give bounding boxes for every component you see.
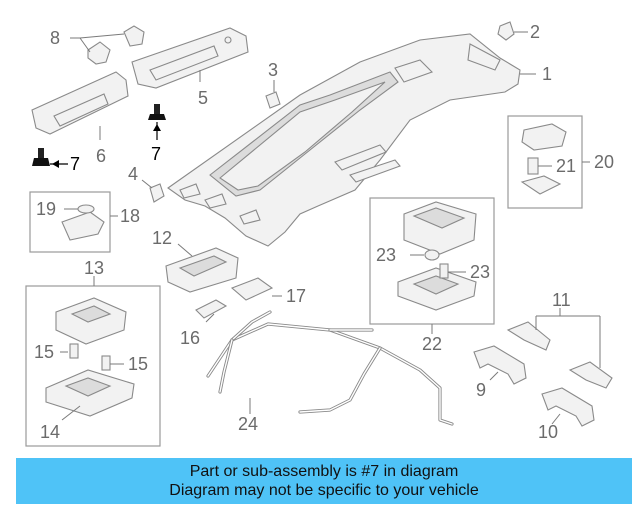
callout-22: 22	[422, 334, 442, 354]
callout-8: 8	[50, 28, 60, 48]
callout-21: 21	[556, 156, 576, 176]
grip-handle-part-10[interactable]	[541, 387, 595, 427]
bulb-part-19[interactable]	[64, 204, 95, 214]
callout-15-left: 15	[34, 342, 54, 362]
sun-visor-part-6[interactable]	[31, 71, 129, 140]
bulb-part-23-left[interactable]	[410, 249, 440, 261]
callout-6: 6	[96, 146, 106, 166]
clip-part-2[interactable]	[497, 21, 528, 41]
banner-line-1: Part or sub-assembly is #7 in diagram	[189, 463, 459, 480]
callout-10: 10	[538, 422, 558, 442]
group-box-13	[25, 285, 161, 447]
callout-15-right: 15	[128, 354, 148, 374]
bracket-part-14[interactable]	[45, 369, 135, 421]
lens-part-16[interactable]	[195, 299, 228, 323]
screw-part-7-upper[interactable]	[148, 104, 166, 140]
grip-handle-part-9[interactable]	[473, 345, 527, 385]
parts-diagram: 1 2 3 4 5 6 7 7 8 9 10 11 12 13 14 15 15…	[25, 21, 614, 447]
callout-3: 3	[268, 60, 278, 80]
callout-23-left: 23	[376, 245, 396, 265]
callout-24: 24	[238, 414, 258, 434]
screw-part-7-lower[interactable]	[32, 148, 68, 168]
sun-visor-part-5[interactable]	[131, 27, 249, 89]
bulb-part-15-left[interactable]	[60, 343, 79, 359]
callout-1: 1	[542, 64, 552, 84]
callout-7-upper: 7	[151, 144, 161, 164]
callout-13: 13	[84, 258, 104, 278]
callout-2: 2	[530, 22, 540, 42]
callout-11: 11	[552, 290, 571, 310]
callout-9: 9	[476, 380, 486, 400]
callout-4: 4	[128, 164, 138, 184]
callout-18: 18	[120, 206, 140, 226]
bulb-part-15-right[interactable]	[101, 355, 124, 371]
callout-16: 16	[180, 328, 200, 348]
bulb-part-21[interactable]	[527, 157, 552, 175]
console-part-13[interactable]	[55, 297, 127, 345]
console-part-12[interactable]	[165, 243, 239, 293]
banner-line-2: Diagram may not be specific to your vehi…	[169, 482, 479, 499]
clip-part-4[interactable]	[141, 179, 165, 203]
clip-part-3[interactable]	[265, 80, 281, 109]
info-banner: Part or sub-assembly is #7 in diagram Di…	[16, 458, 632, 504]
visor-holder-part-8[interactable]	[70, 25, 145, 65]
lamp-part-22[interactable]	[397, 201, 477, 311]
callout-14: 14	[40, 422, 60, 442]
callout-17: 17	[286, 286, 306, 306]
group-box-18	[29, 191, 111, 253]
wiring-harness-part-24[interactable]	[206, 310, 454, 426]
lamp-part-18[interactable]	[61, 211, 105, 241]
callout-5: 5	[198, 88, 208, 108]
callout-19: 19	[36, 199, 56, 219]
callout-7-lower: 7	[70, 154, 80, 174]
callout-23-right: 23	[470, 262, 490, 282]
lamp-part-17[interactable]	[230, 277, 282, 301]
bracket-part-11[interactable]	[506, 308, 613, 389]
callout-12: 12	[152, 228, 172, 248]
bulb-part-23-right[interactable]	[439, 263, 466, 279]
headliner-part[interactable]	[167, 33, 536, 247]
lamp-part-20[interactable]	[520, 123, 567, 195]
callout-20: 20	[594, 152, 614, 172]
